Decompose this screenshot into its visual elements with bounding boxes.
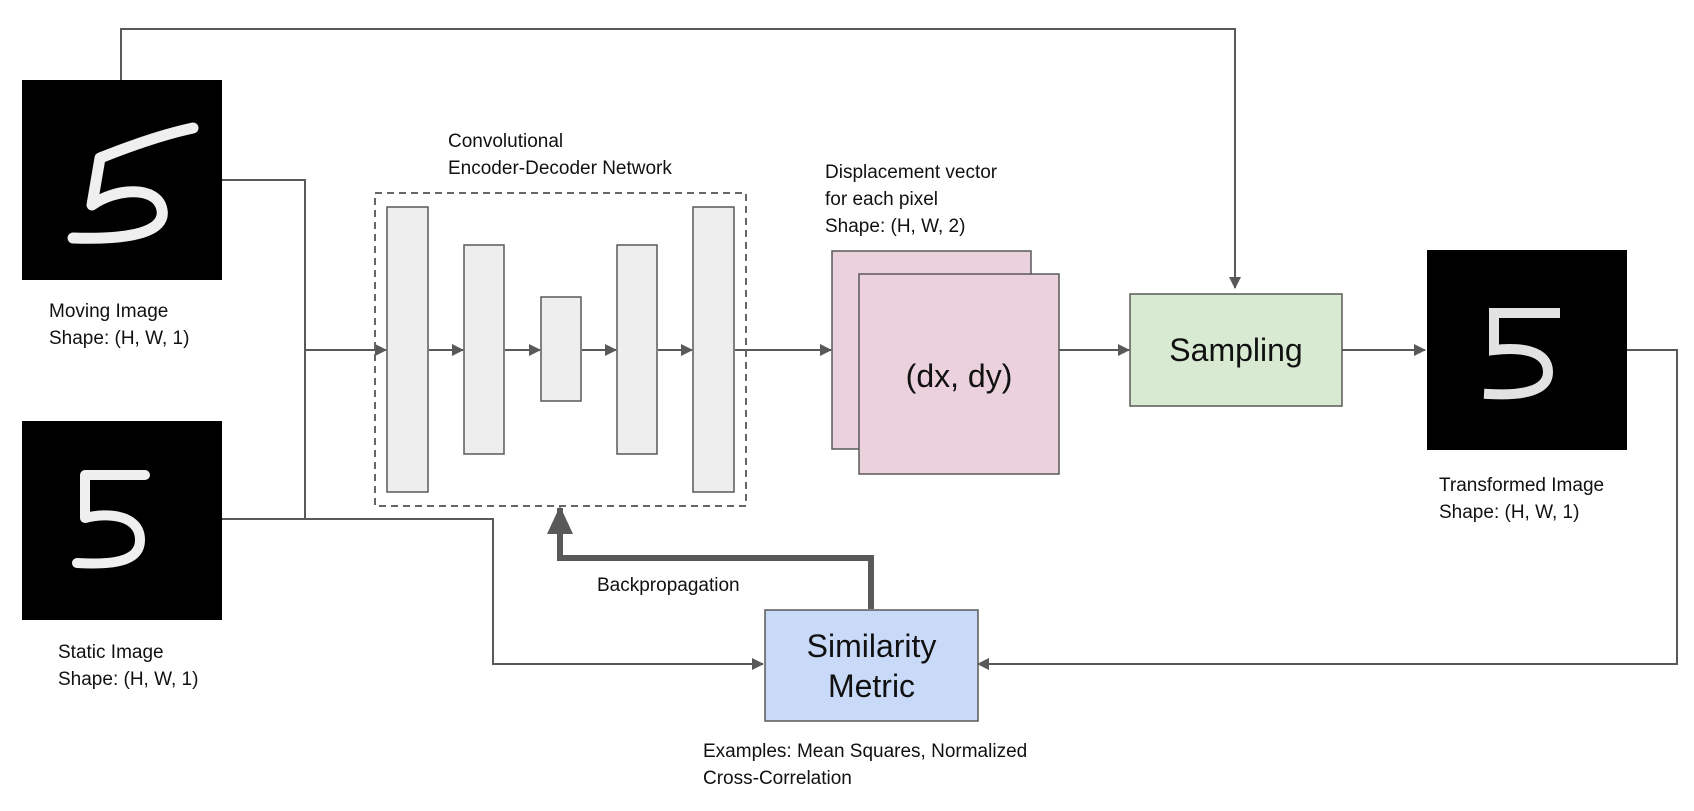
static-image-shape: Shape: (H, W, 1) — [58, 669, 199, 690]
displacement-label-line2: for each pixel — [825, 189, 939, 210]
static-image-title: Static Image — [58, 642, 164, 663]
moving-image-label: Moving Image Shape: (H, W, 1) — [49, 298, 189, 352]
similarity-label: Similarity Metric — [765, 626, 978, 706]
similarity-label-line2: Metric — [827, 668, 916, 704]
connector-output-to-similarity — [977, 349, 1678, 670]
static-image-label: Static Image Shape: (H, W, 1) — [58, 639, 198, 693]
network-title-line2: Encoder-Decoder Network — [448, 158, 672, 179]
connector-static-to-similarity — [222, 518, 764, 670]
displacement-label-line3: Shape: (H, W, 2) — [825, 216, 966, 237]
moving-image-shape: Shape: (H, W, 1) — [49, 328, 190, 349]
network-layer-encoder-1 — [386, 206, 429, 493]
transformed-image-shape: Shape: (H, W, 1) — [1439, 502, 1580, 523]
network-title-line1: Convolutional — [448, 131, 564, 152]
backpropagation-arrow — [547, 506, 874, 609]
similarity-label-line1: Similarity — [806, 628, 937, 664]
moving-image-title: Moving Image — [49, 301, 169, 322]
displacement-value: (dx, dy) — [905, 358, 1013, 394]
similarity-box — [764, 609, 979, 722]
sampling-box — [1129, 293, 1343, 407]
sampling-label: Sampling — [1169, 332, 1303, 368]
network-layer-bottleneck — [540, 296, 582, 402]
moving-image — [22, 80, 222, 280]
transformed-image-label: Transformed Image Shape: (H, W, 1) — [1439, 472, 1604, 526]
displacement-box-front — [858, 273, 1060, 475]
transformed-image-title: Transformed Image — [1439, 475, 1605, 496]
connector-static-to-junction — [222, 350, 306, 520]
network-container — [374, 192, 747, 507]
connector-moving-to-sampling — [120, 28, 1241, 289]
backpropagation-label: Backpropagation — [597, 575, 740, 596]
moving-image-digit — [67, 122, 199, 244]
displacement-label: Displacement vector for each pixel Shape… — [825, 159, 997, 240]
network-layer-decoder-2 — [692, 206, 735, 493]
similarity-examples: Examples: Mean Squares, Normalized Cross… — [703, 738, 1027, 792]
network-title: Convolutional Encoder-Decoder Network — [448, 128, 672, 182]
network-layer-decoder-1 — [616, 244, 658, 455]
similarity-examples-line1: Examples: Mean Squares, Normalized — [703, 741, 1028, 762]
static-image-digit — [72, 470, 150, 569]
transformed-image-digit — [1483, 308, 1560, 400]
displacement-label-line1: Displacement vector — [825, 162, 998, 183]
connector-moving-to-junction — [222, 179, 306, 350]
network-layer-encoder-2 — [463, 244, 505, 455]
similarity-examples-line2: Cross-Correlation — [703, 768, 852, 789]
